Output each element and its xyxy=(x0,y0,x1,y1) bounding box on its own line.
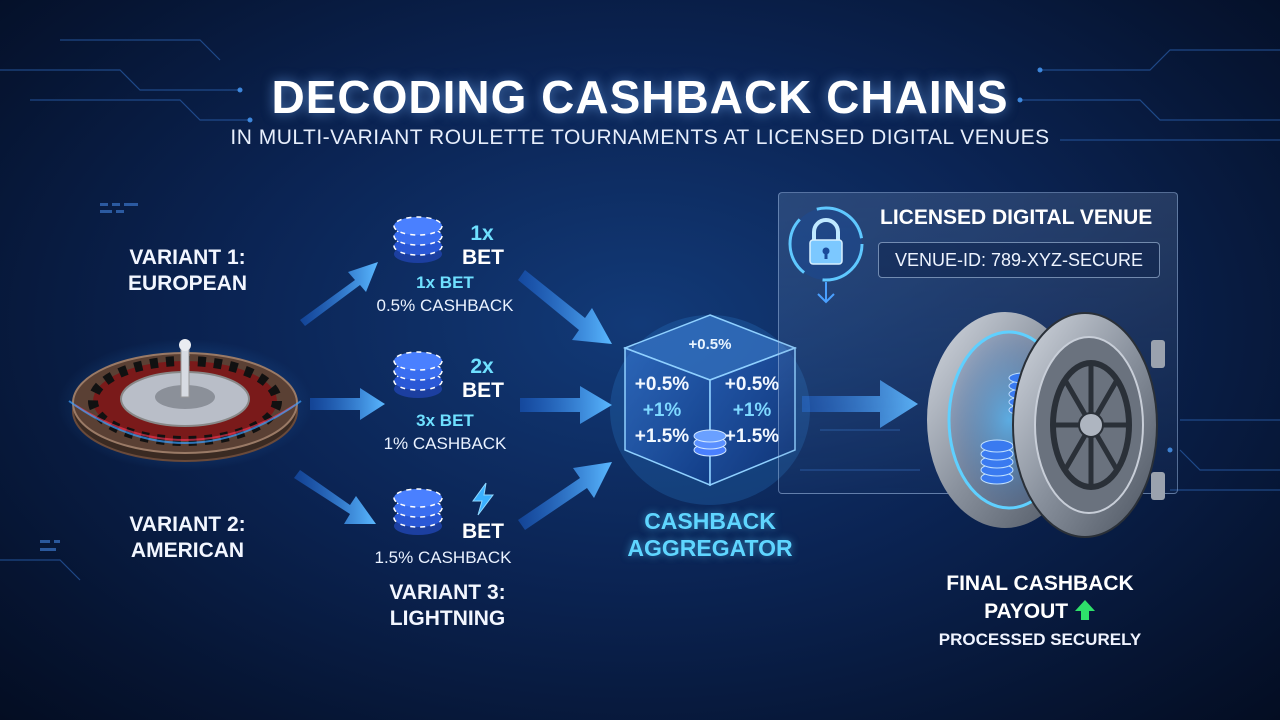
variant-2-label: VARIANT 2: AMERICAN xyxy=(100,512,275,564)
processed-label: PROCESSED SECURELY xyxy=(938,630,1142,649)
arrow-chip-1-to-aggregator xyxy=(518,270,612,344)
aggregator-right-value: +0.5% xyxy=(724,374,780,395)
aggregator-label: CASHBACK AGGREGATOR xyxy=(610,508,810,562)
page-title: DECODING CASHBACK CHAINS xyxy=(271,71,1009,123)
arrow-chip-3-to-aggregator xyxy=(518,462,612,530)
aggregator-left-value: +1% xyxy=(642,400,682,421)
arrow-to-chip-1 xyxy=(300,262,378,326)
aggregator-left-value: +0.5% xyxy=(634,374,690,395)
lightning-icon xyxy=(472,482,494,516)
chip-stack-icon xyxy=(393,351,443,398)
chip-stack-icon xyxy=(393,488,443,535)
aggregator-right-value: +1.5% xyxy=(724,426,780,447)
up-arrow-icon xyxy=(1074,600,1095,620)
chip-stack-icon xyxy=(393,216,443,263)
chip-1-sub: 1x BET xyxy=(416,273,474,292)
arrow-to-chip-3 xyxy=(294,470,376,524)
aggregator-top-value: +0.5% xyxy=(688,336,732,353)
variant-1-label: VARIANT 1: EUROPEAN xyxy=(100,245,275,297)
chip-1-bet: BET xyxy=(462,246,504,269)
roulette-wheel-icon xyxy=(57,339,313,471)
chip-2-cashback: 1% CASHBACK xyxy=(383,434,507,453)
aggregator-cube xyxy=(610,314,810,505)
payout-line2-row: PAYOUT xyxy=(900,598,1180,626)
arrow-to-chip-2 xyxy=(310,388,385,420)
arrow-aggregator-to-vault xyxy=(802,380,918,428)
arrow-chip-2-to-aggregator xyxy=(520,386,612,424)
variant-3-line2: LIGHTNING xyxy=(389,607,506,630)
variant-3-line1: VARIANT 3: xyxy=(389,581,506,604)
variant-1-line2: EUROPEAN xyxy=(127,272,248,295)
payout-label: FINAL CASHBACK PAYOUT xyxy=(900,570,1180,626)
page-subtitle: IN MULTI-VARIANT ROULETTE TOURNAMENTS AT… xyxy=(230,126,1050,149)
aggregator-label-line2: AGGREGATOR xyxy=(627,535,793,561)
lock-icon xyxy=(788,206,864,304)
vault-icon xyxy=(927,312,1165,538)
venue-title: LICENSED DIGITAL VENUE xyxy=(880,206,1153,229)
aggregator-label-line1: CASHBACK xyxy=(644,508,776,534)
chip-2-bet: BET xyxy=(462,379,504,402)
variant-1-line1: VARIANT 1: xyxy=(129,246,246,269)
chip-3-cashback: 1.5% CASHBACK xyxy=(374,548,512,567)
chip-1-multiplier: 1x xyxy=(470,222,494,245)
aggregator-right-value: +1% xyxy=(732,400,772,421)
payout-line1: FINAL CASHBACK xyxy=(946,572,1134,595)
variant-3-label: VARIANT 3: LIGHTNING xyxy=(360,580,535,632)
chip-3-bet: BET xyxy=(462,520,504,543)
venue-id-box: VENUE-ID: 789-XYZ-SECURE xyxy=(878,242,1160,278)
aggregator-right-values: +0.5% +1% +1.5% xyxy=(716,372,788,450)
aggregator-left-value: +1.5% xyxy=(634,426,690,447)
variant-2-line2: AMERICAN xyxy=(130,539,245,562)
payout-line2: PAYOUT xyxy=(984,600,1069,623)
chip-2-sub: 3x BET xyxy=(416,411,474,430)
chip-1-cashback: 0.5% CASHBACK xyxy=(376,296,514,315)
chip-2-multiplier: 2x xyxy=(470,355,494,378)
variant-2-line1: VARIANT 2: xyxy=(129,513,246,536)
aggregator-left-values: +0.5% +1% +1.5% xyxy=(626,372,698,450)
